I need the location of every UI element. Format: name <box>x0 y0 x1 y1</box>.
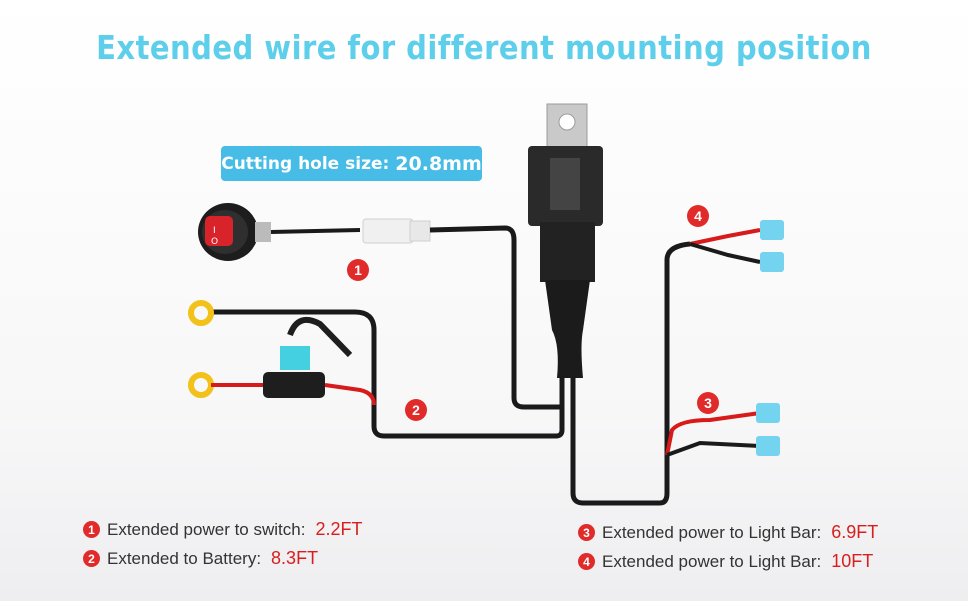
spade-terminal-icon <box>760 220 784 272</box>
legend-number: 4 <box>578 553 595 570</box>
marker-2: 2 <box>405 399 427 421</box>
hole-size-badge: Cutting hole size: 20.8mm <box>221 146 482 181</box>
rocker-switch-icon: I O <box>198 203 271 261</box>
marker-1: 1 <box>347 259 369 281</box>
legend-text: Extended to Battery: <box>107 548 262 568</box>
legend-text: Extended power to Light Bar: <box>602 551 822 571</box>
hole-size-value: 20.8mm <box>395 152 482 175</box>
connector-plug-icon <box>362 218 431 244</box>
marker-2-label: 2 <box>412 402 420 418</box>
ring-terminal-icon <box>188 300 214 398</box>
legend-number: 2 <box>83 550 100 567</box>
legend-number: 1 <box>83 521 100 538</box>
marker-3-label: 3 <box>704 395 712 411</box>
page-title: Extended wire for different mounting pos… <box>96 28 872 67</box>
legend-value: 6.9FT <box>831 522 879 542</box>
legend-value: 10FT <box>831 551 874 571</box>
marker-3: 3 <box>697 392 719 414</box>
legend-text: Extended power to Light Bar: <box>602 522 822 542</box>
relay-icon <box>528 103 603 378</box>
legend-value: 2.2FT <box>315 519 363 539</box>
hole-size-label: Cutting hole size: <box>221 153 390 174</box>
marker-4-label: 4 <box>694 208 702 224</box>
marker-1-label: 1 <box>354 262 362 278</box>
svg-text:I: I <box>213 226 216 236</box>
marker-4: 4 <box>687 205 709 227</box>
legend-text: Extended power to switch: <box>107 519 306 539</box>
spade-terminal-icon <box>756 403 780 456</box>
svg-text:O: O <box>211 237 218 247</box>
legend-number: 3 <box>578 524 595 541</box>
fuse-holder-icon <box>263 316 353 398</box>
legend-item-1: 1 Extended power to switch: 2.2FT <box>83 519 362 540</box>
legend-item-4: 4 Extended power to Light Bar: 10FT <box>578 551 873 572</box>
legend-item-2: 2 Extended to Battery: 8.3FT <box>83 548 318 569</box>
legend-value: 8.3FT <box>271 548 319 568</box>
legend-item-3: 3 Extended power to Light Bar: 6.9FT <box>578 522 878 543</box>
